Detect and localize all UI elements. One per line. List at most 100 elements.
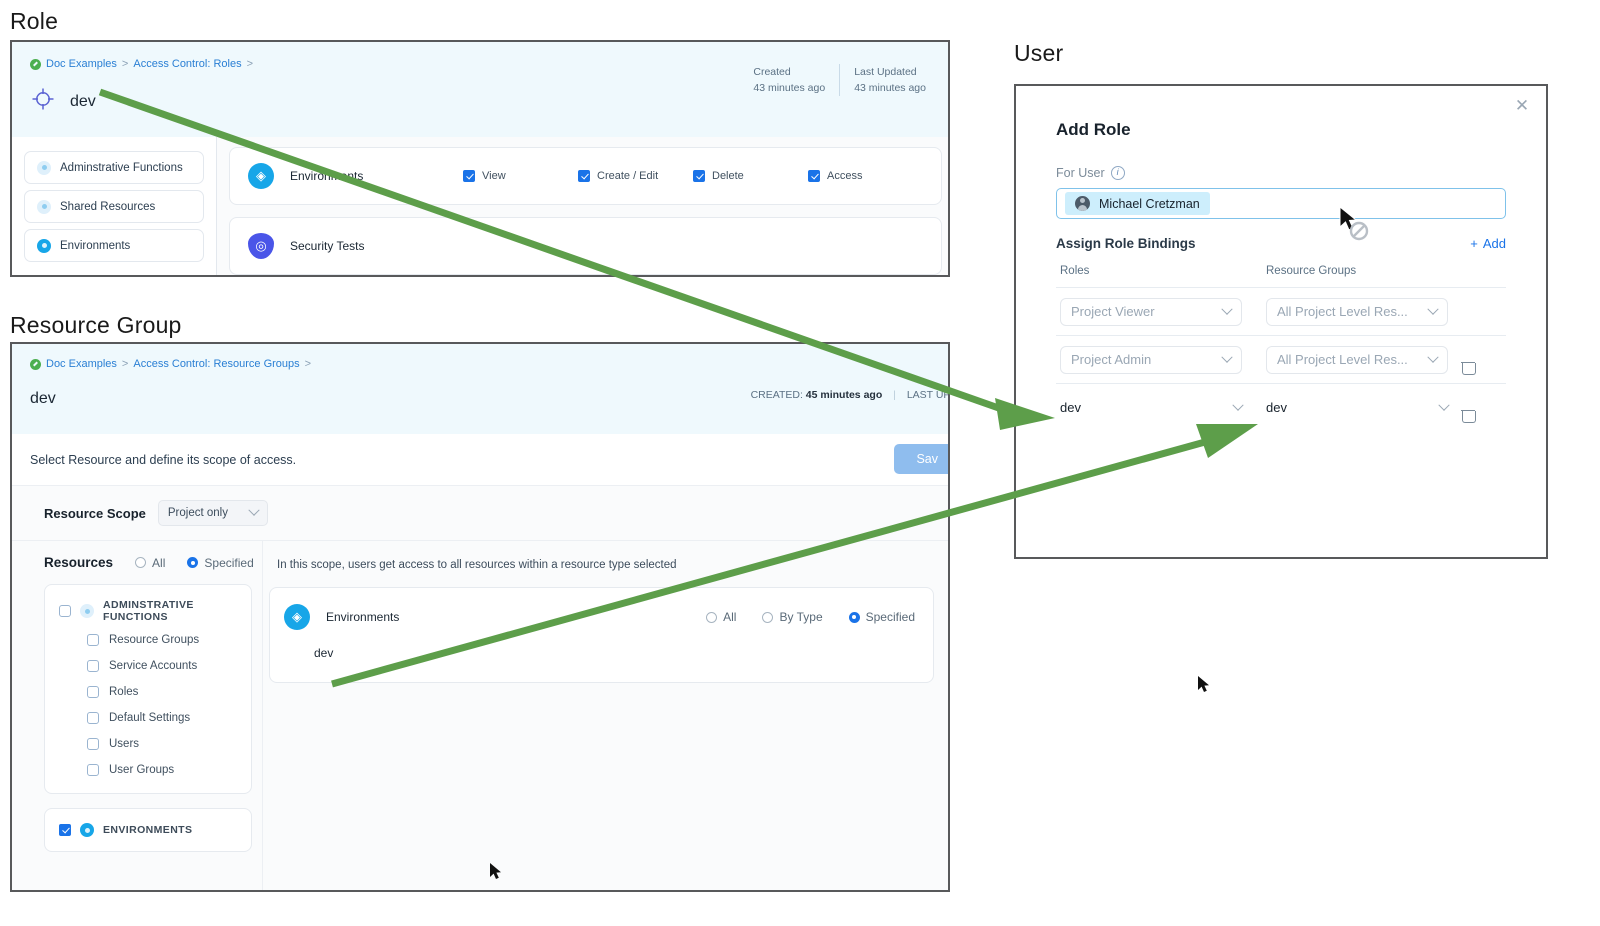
resource-group-section-title: Resource Group (10, 312, 182, 338)
meta-created-value: 43 minutes ago (753, 82, 826, 94)
resource-scope-value: Project only (167, 507, 228, 519)
checkbox-icon[interactable] (59, 824, 71, 836)
info-icon[interactable]: i (1110, 166, 1125, 180)
permission-option-delete[interactable]: Delete (693, 170, 808, 182)
meta-created: Created 43 minutes ago (739, 64, 839, 96)
checkbox-icon[interactable] (87, 712, 99, 724)
environments-icon: ◈ (284, 604, 310, 630)
resources-mode-label: Specified (204, 555, 254, 570)
rg-meta: CREATED: 45 minutes ago | LAST UPD (751, 389, 950, 401)
breadcrumb-item-access-control-roles[interactable]: Access Control: Roles (133, 58, 242, 70)
cursor-pointer-secondary (1197, 675, 1213, 700)
breadcrumb-separator: > (121, 358, 129, 370)
chevron-down-icon (248, 504, 260, 516)
list-item[interactable]: Roles (45, 679, 251, 705)
security-shield-icon: ◎ (248, 233, 274, 259)
breadcrumb-item-access-control-resource-groups[interactable]: Access Control: Resource Groups (133, 358, 300, 370)
list-item-label: Service Accounts (109, 660, 198, 672)
checkbox-icon[interactable] (87, 686, 99, 698)
list-item[interactable]: Resource Groups (45, 627, 251, 653)
role-permissions-list: ◈ Environments View Create / Edit Delete (217, 137, 948, 275)
list-item-label: User Groups (109, 764, 175, 776)
checkbox-icon[interactable] (87, 738, 99, 750)
permission-option-access[interactable]: Access (808, 170, 923, 182)
breadcrumb-separator-2: > (246, 58, 254, 70)
resource-group-select[interactable]: All Project Level Res... (1266, 297, 1448, 326)
role-select-value: Project Admin (1071, 352, 1152, 367)
checkbox-icon[interactable] (87, 764, 99, 776)
environments-card-title: Environments (326, 610, 400, 624)
plus-icon: + (1470, 236, 1478, 251)
breadcrumb-item-doc-examples[interactable]: Doc Examples (46, 358, 117, 370)
checkbox-icon[interactable] (87, 660, 99, 672)
resources-mode-specified[interactable]: Specified (187, 555, 254, 570)
list-item[interactable]: Users (45, 731, 251, 757)
radio-icon-selected[interactable] (848, 611, 860, 623)
permission-option-view[interactable]: View (463, 170, 578, 182)
chevron-down-icon (1427, 303, 1439, 315)
list-item[interactable]: Service Accounts (45, 653, 251, 679)
env-mode-by-type[interactable]: By Type (762, 610, 823, 624)
radio-icon[interactable] (706, 611, 718, 623)
permission-name: Security Tests (290, 239, 365, 253)
resource-group-select[interactable]: dev (1266, 399, 1458, 415)
meta-updated-label: LAST UPD (906, 389, 950, 401)
checkbox-icon[interactable] (463, 170, 475, 182)
resource-scope-label: Resource Scope (44, 505, 146, 521)
add-binding-button[interactable]: + Add (1470, 236, 1506, 251)
checkbox-icon[interactable] (87, 634, 99, 646)
role-app-header: Doc Examples > Access Control: Roles > d… (12, 42, 948, 137)
table-row: dev dev (1056, 383, 1506, 431)
role-screenshot-panel: Doc Examples > Access Control: Roles > d… (10, 40, 950, 277)
resource-group-select[interactable]: All Project Level Res... (1266, 345, 1448, 374)
role-select[interactable]: Project Viewer (1060, 297, 1242, 326)
close-icon[interactable]: ✕ (1514, 96, 1530, 115)
add-role-dialog: ✕ Add Role For User i Michael Cretzman A… (1014, 84, 1548, 559)
env-mode-all[interactable]: All (706, 610, 736, 624)
breadcrumb-item-doc-examples[interactable]: Doc Examples (46, 58, 117, 70)
permission-row-environments: ◈ Environments View Create / Edit Delete (229, 147, 942, 205)
sidebar-item-shared-resources[interactable]: Shared Resources (24, 190, 204, 223)
sidebar-item-environments[interactable]: Environments (24, 229, 204, 262)
resources-mode-label: All (152, 555, 166, 570)
list-item[interactable]: User Groups (45, 757, 251, 783)
radio-icon-selected[interactable] (187, 557, 199, 568)
environments-icon: ◈ (248, 163, 274, 189)
chevron-down-icon (1427, 351, 1439, 363)
rg-app-header: Doc Examples > Access Control: Resource … (12, 344, 948, 434)
circle-faint-icon (37, 199, 51, 214)
checkbox-icon[interactable] (693, 170, 705, 182)
sidebar-item-administrative-functions[interactable]: Adminstrative Functions (24, 151, 204, 184)
checkbox-icon[interactable] (578, 170, 590, 182)
project-dot-icon (30, 358, 41, 370)
circle-solid-icon (37, 238, 51, 253)
breadcrumb-separator: > (121, 58, 129, 70)
save-button[interactable]: Sav (894, 444, 948, 474)
project-dot-icon (30, 58, 41, 70)
checkbox-icon[interactable] (59, 605, 71, 617)
env-mode-specified[interactable]: Specified (848, 610, 915, 624)
resources-label: Resources (44, 555, 114, 570)
scope-note: In this scope, users get access to all r… (277, 559, 677, 571)
role-select[interactable]: Project Admin (1060, 345, 1242, 374)
sidebar-item-label: Environments (60, 239, 131, 252)
circle-faint-icon (37, 160, 51, 175)
resources-mode-all[interactable]: All (135, 556, 165, 570)
resource-group-select-value: All Project Level Res... (1277, 352, 1408, 367)
role-target-icon (30, 86, 56, 117)
list-item[interactable]: Default Settings (45, 705, 251, 731)
circle-solid-icon (80, 823, 94, 837)
page-title: dev (70, 92, 96, 110)
role-select[interactable]: dev (1060, 399, 1252, 415)
user-chip[interactable]: Michael Cretzman (1065, 192, 1210, 215)
resource-scope-select[interactable]: Project only (157, 500, 268, 526)
rg-hint-text: Select Resource and define its scope of … (30, 452, 297, 467)
list-item-label: Default Settings (109, 712, 191, 724)
user-select-field[interactable]: Michael Cretzman (1056, 188, 1506, 219)
permission-option-create-edit[interactable]: Create / Edit (578, 170, 693, 182)
chevron-down-icon (1232, 399, 1244, 411)
radio-icon[interactable] (762, 611, 774, 623)
checkbox-icon[interactable] (808, 170, 820, 182)
radio-icon[interactable] (135, 557, 147, 568)
permission-option-label: Delete (712, 170, 744, 182)
